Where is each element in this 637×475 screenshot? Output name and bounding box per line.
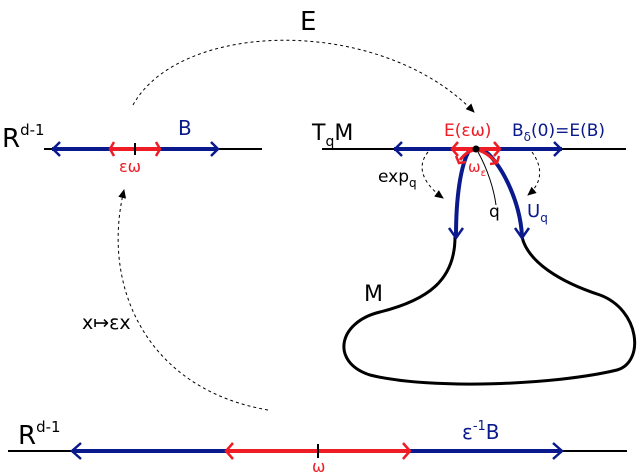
exp-arrow-left [421, 151, 444, 199]
point-q-pointer [477, 151, 497, 206]
label-point-q: q [489, 202, 500, 222]
label-u-q: Uq [527, 201, 548, 225]
eps-omega-right-bracket [154, 141, 162, 157]
u-q-left-arrowhead [447, 227, 465, 241]
label-map-E: E [300, 7, 316, 37]
label-eps-omega: εω [119, 157, 141, 176]
omega-left-bracket [224, 442, 234, 460]
ball-B-right-bracket [210, 141, 220, 157]
omega-eps-left-end [454, 155, 467, 165]
scaling-map-arrow [117, 189, 269, 411]
label-rd1-bottom: Rd-1 [18, 418, 61, 451]
ball-B-left-bracket [51, 141, 61, 157]
u-q-right-arrowhead [513, 227, 531, 241]
label-scaling-map: x↦εx [82, 312, 131, 334]
eps-inv-B-right-bracket [552, 442, 564, 460]
label-exp-q: expq [378, 167, 417, 190]
label-b-delta: Bδ(0)=E(B) [512, 121, 605, 144]
omega-right-bracket [402, 442, 412, 460]
e-eps-omega-left-bracket [450, 141, 459, 157]
label-omega-bottom: ω [312, 457, 325, 475]
map-E-arrow [132, 39, 475, 113]
label-omega-eps: ωε [468, 158, 486, 179]
e-eps-omega-right-bracket [493, 141, 502, 157]
label-ball-B: B [178, 116, 192, 140]
label-tq-M: TqM [311, 121, 353, 150]
b-delta-right-bracket [553, 141, 563, 157]
u-q-right-branch [480, 147, 524, 237]
exp-arrow-right [527, 151, 541, 196]
label-rd1-top: Rd-1 [2, 121, 45, 154]
eps-inv-B-left-bracket [70, 442, 82, 460]
omega-eps-right-end [489, 155, 501, 166]
point-q-dot [472, 145, 480, 153]
label-e-eps-omega: E(εω) [444, 121, 491, 141]
manifold-outline [342, 236, 637, 386]
label-manifold-M: M [364, 282, 383, 307]
eps-omega-left-bracket [108, 141, 116, 157]
b-delta-left-bracket [393, 141, 403, 157]
label-eps-inv-B: ε-1B [462, 419, 500, 444]
